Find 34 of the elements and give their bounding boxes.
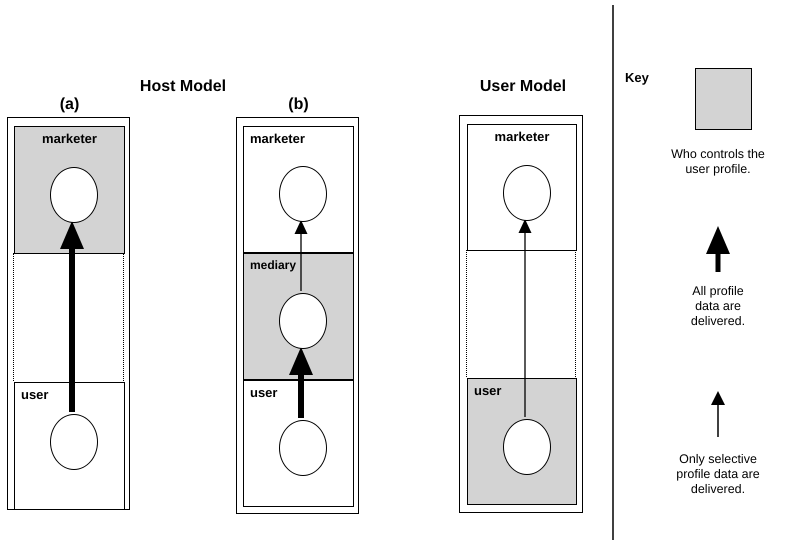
role-band — [243, 380, 354, 507]
arrow — [294, 220, 308, 291]
role-band — [243, 126, 354, 253]
ellipse-node — [279, 420, 327, 476]
role-label: marketer — [250, 131, 305, 146]
role-band — [14, 126, 125, 254]
ellipse-node — [503, 419, 551, 475]
panel-heading: (a) — [58, 97, 80, 112]
role-label: mediary — [250, 258, 296, 273]
role-band — [243, 253, 354, 380]
ellipse-node — [50, 414, 98, 470]
role-band — [14, 382, 125, 510]
ellipse-node — [279, 166, 327, 222]
legend-text: Who controls the user profile. — [670, 147, 766, 177]
arrow — [289, 347, 313, 418]
role-label: user — [21, 387, 48, 402]
column-frame — [459, 115, 583, 513]
legend-text: All profile data are delivered. — [690, 284, 746, 329]
role-label: marketer — [41, 131, 98, 146]
ellipse-node — [279, 293, 327, 349]
arrow — [60, 221, 84, 412]
section-title: User Model — [478, 78, 568, 96]
ellipse-node — [503, 165, 551, 221]
role-label: marketer — [494, 129, 550, 144]
arrow — [518, 219, 532, 417]
section-title: Host Model — [138, 78, 228, 96]
role-label: user — [474, 383, 502, 398]
role-band — [467, 378, 577, 505]
ellipse-node — [50, 167, 98, 223]
panel-heading: (b) — [287, 97, 310, 112]
legend-text: Only selective profile data are delivered. — [675, 452, 761, 497]
key-heading: Key — [625, 70, 649, 85]
role-label: user — [250, 385, 278, 400]
role-band — [467, 124, 577, 251]
